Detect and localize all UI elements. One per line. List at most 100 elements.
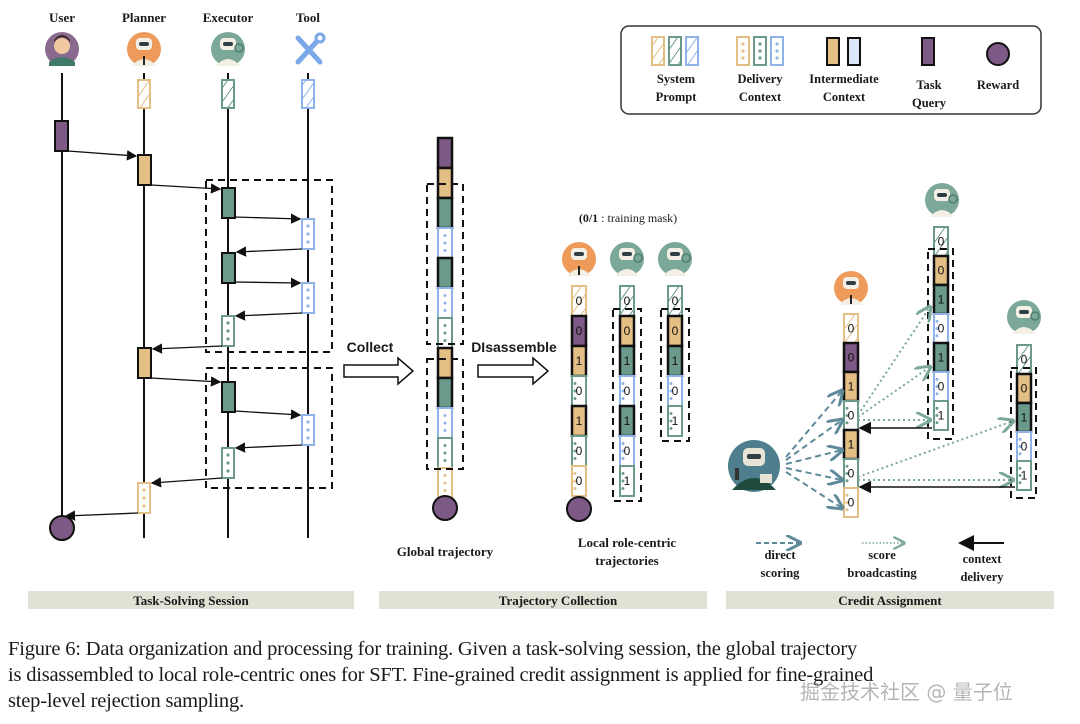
training-mask-value: 0 xyxy=(624,324,631,338)
caption-line: step-level rejection sampling. xyxy=(8,690,244,712)
local-trajectories-label-line1: Local role-centric xyxy=(578,535,677,550)
executor-loop-box-2 xyxy=(205,367,333,489)
delivery-dot xyxy=(669,397,673,400)
executor-system-prompt xyxy=(221,79,235,109)
training-mask-value: 0 xyxy=(938,235,945,249)
executor-robot-icon xyxy=(1007,300,1041,334)
trajectory-collection: Collect DIsassemble Global trajectory (0… xyxy=(343,136,707,609)
score-broadcasting-arrows xyxy=(857,307,1013,480)
delivery-dot xyxy=(443,324,447,327)
delivery-dot xyxy=(443,474,447,477)
delivery-dot xyxy=(1018,437,1022,441)
direct-scoring-arrows xyxy=(785,391,842,508)
planner-block xyxy=(137,347,152,379)
legend-score-broadcasting: broadcasting xyxy=(847,566,917,580)
role-label-executor: Executor xyxy=(203,10,254,25)
delivery-dot xyxy=(845,406,849,410)
legend-direct-scoring: scoring xyxy=(761,566,801,580)
legend-label: Prompt xyxy=(656,90,698,104)
trajectory-block xyxy=(436,346,454,380)
delivery-dot xyxy=(669,419,673,423)
tool-wrench-icon xyxy=(295,32,326,65)
legend-context-delivery: context xyxy=(963,552,1003,566)
training-mask-value: 0 xyxy=(1021,353,1028,367)
task-query-block xyxy=(54,120,69,152)
delivery-dot xyxy=(443,301,447,305)
training-mask-value: 0 xyxy=(848,351,855,365)
executor-robot-icon xyxy=(925,183,959,217)
delivery-dot xyxy=(669,389,673,393)
trajectory-block xyxy=(436,256,454,290)
legend-box xyxy=(620,25,1042,115)
executor-block xyxy=(221,381,236,413)
role-label-planner: Planner xyxy=(122,10,166,25)
legend-label: Context xyxy=(823,90,866,104)
caption-line: Figure 6: Data organization and processi… xyxy=(8,638,858,660)
planner-robot-icon xyxy=(562,242,596,276)
legend-context-delivery: delivery xyxy=(960,570,1004,584)
executor-robot-icon xyxy=(610,242,644,276)
delivery-dot xyxy=(573,457,577,460)
legend-label: Context xyxy=(739,90,782,104)
training-mask-value: 1 xyxy=(1021,469,1028,483)
delivery-dot xyxy=(443,249,447,252)
training-mask-value: 0 xyxy=(848,496,855,510)
training-mask-note: (0/1 : training mask) xyxy=(579,211,677,225)
legend-label: Task xyxy=(916,78,941,92)
collect-arrow-icon xyxy=(343,356,415,386)
task-query-block-icon xyxy=(921,37,935,66)
reward-node xyxy=(49,515,75,541)
executor-robot-icon xyxy=(211,32,245,66)
delivery-dot xyxy=(443,309,447,312)
figure-diagram: User Planner Executor Tool xyxy=(28,10,1054,609)
global-group-box-1 xyxy=(426,183,464,345)
training-mask-value: 0 xyxy=(672,324,679,338)
delivery-dot xyxy=(935,385,939,388)
delivery-dot xyxy=(443,421,447,425)
training-mask-value: 1 xyxy=(938,293,945,307)
global-group-box-2 xyxy=(426,358,464,470)
watermark: 掘金技术社区 @ 量子位 xyxy=(800,680,1013,704)
global-reward-node xyxy=(432,495,458,521)
training-mask-value: 1 xyxy=(624,414,631,428)
delivery-dot xyxy=(621,397,625,400)
tool-system-prompt xyxy=(301,79,315,109)
section-bar-credit xyxy=(726,591,1054,609)
executor-loop-box-1 xyxy=(205,179,333,353)
legend-direct-scoring: direct xyxy=(764,548,796,562)
training-mask-value: 1 xyxy=(672,354,679,368)
training-mask-value: 0 xyxy=(576,444,583,458)
section-bar-collection xyxy=(379,591,707,609)
delivery-dot xyxy=(621,479,625,483)
global-trajectory-stack xyxy=(436,136,454,499)
training-mask-value: 1 xyxy=(848,438,855,452)
planner-robot-icon xyxy=(127,32,161,66)
delivery-dot xyxy=(621,457,625,460)
delivery-dot xyxy=(669,427,673,430)
local-reward-node xyxy=(566,496,592,522)
section-bar-session xyxy=(28,591,354,609)
delivery-dot xyxy=(935,414,939,417)
delivery-dot xyxy=(935,327,939,330)
role-label-user: User xyxy=(49,10,75,25)
legend-label: Intermediate xyxy=(809,72,879,86)
delivery-dot xyxy=(845,414,849,417)
context-delivery-arrows xyxy=(858,421,1015,494)
delivery-dot xyxy=(1018,452,1022,456)
trajectory-block xyxy=(436,136,454,170)
delivery-dot xyxy=(935,334,939,338)
training-mask-value: 1 xyxy=(672,414,679,428)
delivery-dot xyxy=(443,241,447,245)
training-mask-value: 0 xyxy=(576,384,583,398)
delivery-dot xyxy=(621,449,625,453)
legend-label: Delivery xyxy=(737,72,783,86)
training-mask-value: 1 xyxy=(1021,411,1028,425)
delivery-dot xyxy=(443,339,447,342)
task-solving-session: User Planner Executor Tool xyxy=(28,10,354,609)
delivery-dot xyxy=(443,459,447,462)
delivery-dot xyxy=(443,481,447,485)
training-mask-value: 0 xyxy=(938,322,945,336)
executor-robot-icon xyxy=(658,242,692,276)
